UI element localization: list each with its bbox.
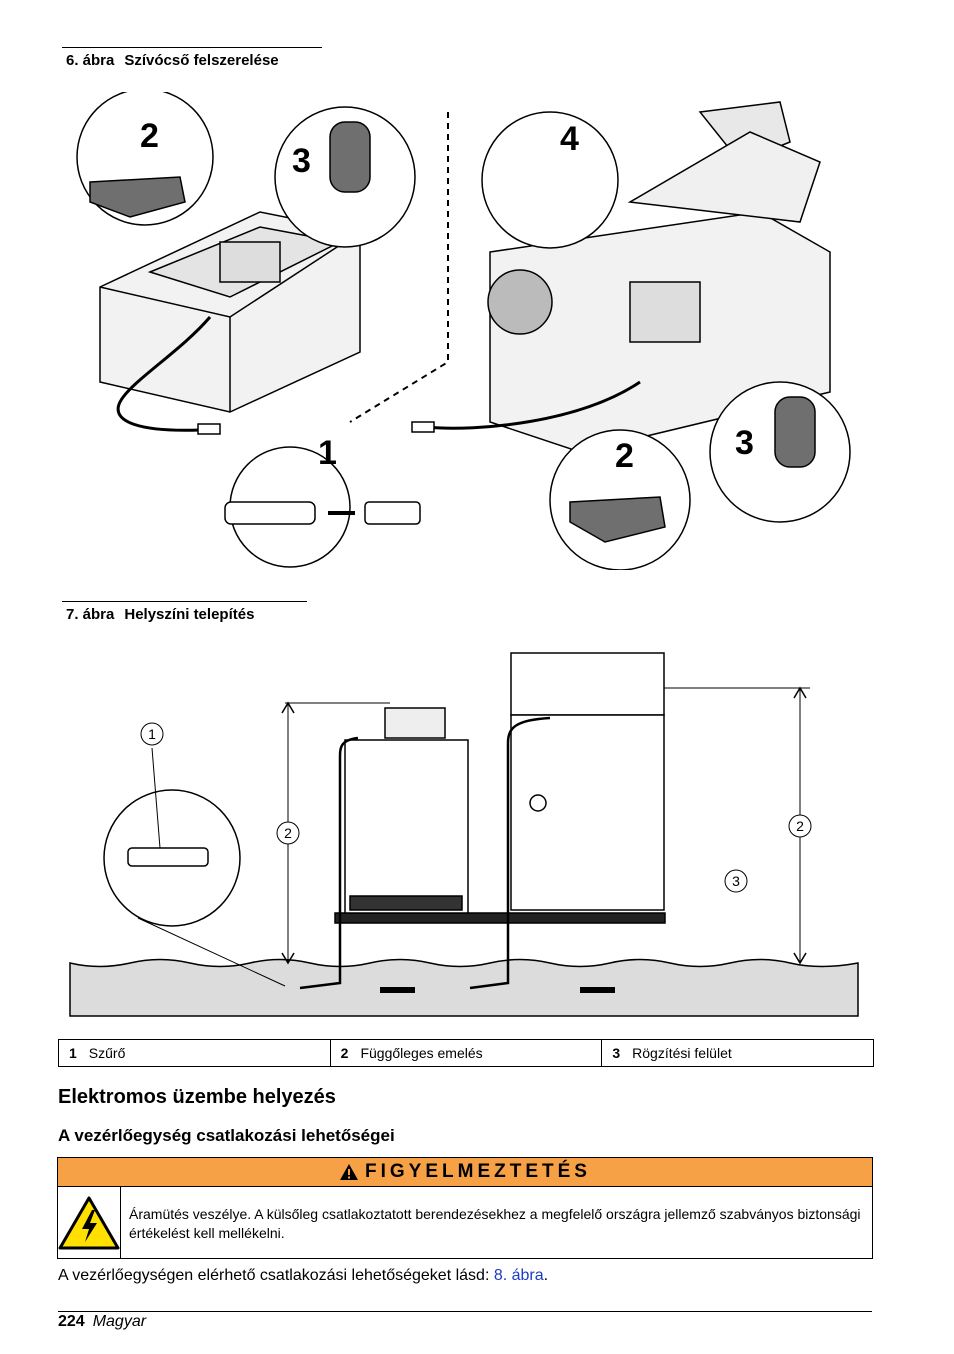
figure7-title: Helyszíni telepítés bbox=[124, 606, 255, 623]
page-number: 224 bbox=[58, 1313, 85, 1330]
figure6-number: 6. ábra bbox=[66, 52, 115, 69]
figure7-callout-2a: 2 bbox=[284, 825, 292, 841]
page-footer: 224 Magyar bbox=[58, 1313, 146, 1331]
figure6-rule bbox=[62, 47, 322, 48]
footer-language: Magyar bbox=[92, 1313, 147, 1330]
figure6-callout-2b: 2 bbox=[615, 437, 634, 475]
figure8-link[interactable]: 8. ábra bbox=[493, 1267, 544, 1284]
figure7-rule bbox=[62, 601, 307, 602]
figure6-callout-2a: 2 bbox=[140, 117, 159, 155]
figure6-callout-3b: 3 bbox=[735, 424, 754, 462]
warning-box: FIGYELMEZTETÉS Áramütés veszélye. A küls… bbox=[57, 1157, 873, 1259]
figure7-caption: 7. ábra Helyszíni telepítés bbox=[66, 606, 254, 623]
figure7-callout-2b: 2 bbox=[796, 818, 804, 834]
electric-shock-warning-icon bbox=[58, 1187, 121, 1258]
figure6-callout-3a: 3 bbox=[292, 142, 311, 180]
warning-header: FIGYELMEZTETÉS bbox=[58, 1158, 872, 1187]
body-paragraph: A vezérlőegységen elérhető csatlakozási … bbox=[58, 1267, 549, 1284]
warning-heading: FIGYELMEZTETÉS bbox=[365, 1161, 591, 1182]
figure7-callout-1: 1 bbox=[148, 726, 156, 742]
figure7-callout-3: 3 bbox=[732, 873, 740, 889]
footer-rule bbox=[58, 1311, 872, 1312]
figure6-callout-1: 1 bbox=[318, 434, 337, 472]
warning-text: Áramütés veszélye. A külsőleg csatlakozt… bbox=[129, 1206, 861, 1241]
figure6-callout-4: 4 bbox=[560, 120, 579, 158]
figure7-number: 7. ábra bbox=[66, 606, 115, 623]
figure6-illustration: 2 3 4 1 2 3 bbox=[76, 92, 851, 570]
figure7-illustration: 1 2 2 3 bbox=[69, 652, 859, 1017]
subsection-title: A vezérlőegység csatlakozási lehetőségei bbox=[58, 1126, 395, 1145]
section-title: Elektromos üzembe helyezés bbox=[58, 1086, 336, 1108]
figure6-title: Szívócső felszerelése bbox=[124, 52, 279, 69]
figure6-caption: 6. ábra Szívócső felszerelése bbox=[66, 52, 279, 69]
warning-triangle-icon bbox=[340, 1164, 359, 1180]
